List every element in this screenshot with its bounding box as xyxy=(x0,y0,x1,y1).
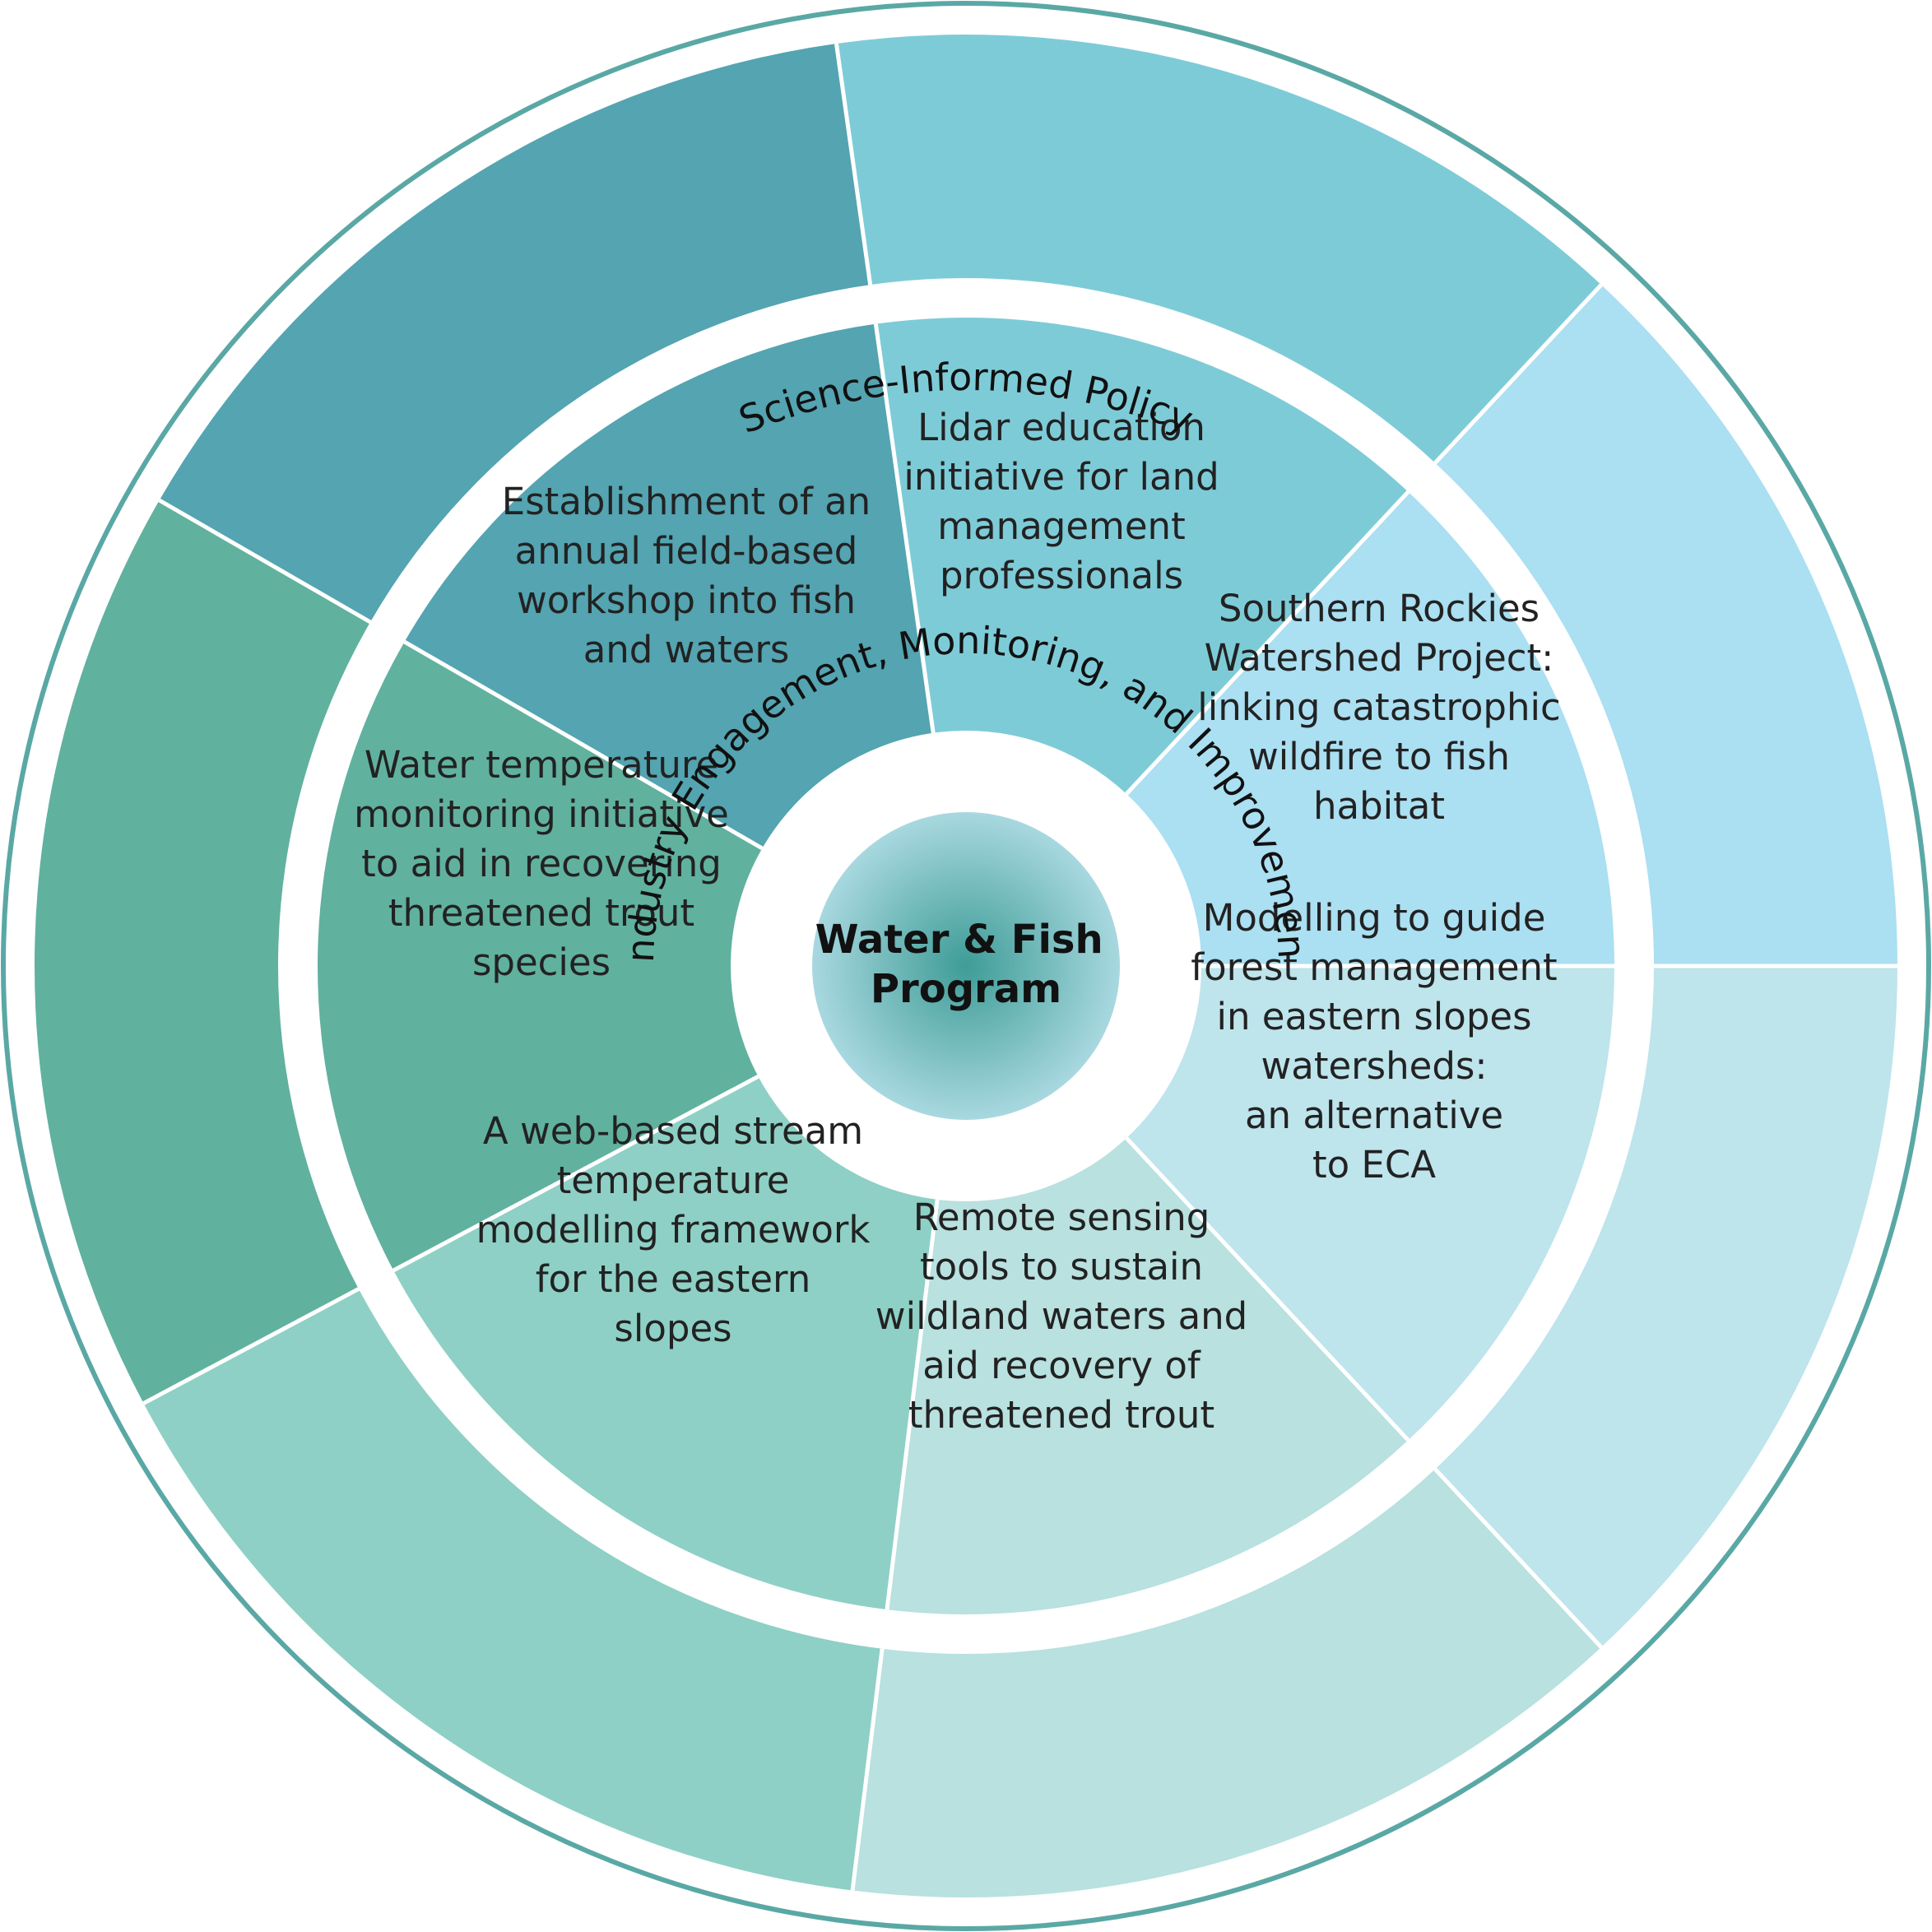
segment-divider-line xyxy=(142,1287,360,1405)
inner-segment-forest-modelling xyxy=(1126,966,1614,1441)
segment-divider-line xyxy=(1125,1136,1410,1442)
segment-label-line: for the eastern xyxy=(536,1257,811,1301)
segment-divider-line xyxy=(403,639,764,851)
segment-label-line: annual field-based xyxy=(515,529,858,573)
segment-label-line: Remote sensing xyxy=(913,1196,1210,1239)
segment-divider-line xyxy=(392,1075,759,1273)
inner-ring xyxy=(318,318,1614,1614)
outer-segment-southern-rockies xyxy=(1435,285,1897,966)
segment-label-line: watersheds: xyxy=(1261,1044,1487,1088)
segment-label-line: species xyxy=(472,940,611,984)
segment-label-line: threatened trout xyxy=(908,1393,1214,1437)
segment-label-line: an alternative xyxy=(1245,1094,1503,1137)
segment-divider-line xyxy=(850,1648,885,1891)
segment-label-line: linking catastrophic xyxy=(1197,685,1560,729)
segment-label-line: tools to sustain xyxy=(920,1245,1203,1289)
segment-label-line: threatened trout xyxy=(388,891,694,935)
segment-label-line: in eastern slopes xyxy=(1216,995,1531,1038)
outer-segment-workshop xyxy=(159,44,871,623)
center-circle xyxy=(812,812,1120,1120)
segment-label-line: Watershed Project: xyxy=(1205,636,1554,680)
segment-label-line: wildland waters and xyxy=(875,1294,1247,1338)
segment-label-line: modelling framework xyxy=(476,1208,871,1252)
segment-label-line: monitoring initiative xyxy=(354,792,729,836)
segment-divider-line xyxy=(834,43,873,286)
segment-label-line: management xyxy=(937,504,1185,548)
segment-label-line: Lidar education xyxy=(917,406,1205,449)
outer-ring xyxy=(34,35,1897,1898)
segment-label-remote-sensing: Remote sensing tools to sustain wildland w… xyxy=(875,1196,1247,1437)
segment-divider-line xyxy=(885,1199,940,1610)
segment-label-lidar: Lidar education initiative for land manage… xyxy=(903,406,1219,597)
segment-label-line: A web-based stream xyxy=(483,1109,863,1153)
segment-label-line: Establishment of an xyxy=(502,480,871,523)
inner-segment-lidar xyxy=(875,318,1409,794)
segment-label-line: habitat xyxy=(1313,784,1445,828)
segment-label-line: to ECA xyxy=(1312,1143,1436,1187)
center-title-line-1: Water & Fish xyxy=(815,917,1103,963)
segment-label-line: Southern Rockies xyxy=(1219,587,1540,630)
segment-label-line: Modelling to guide xyxy=(1203,896,1546,940)
segment-divider-line xyxy=(1433,1467,1603,1649)
center-title: Water & Fish Program xyxy=(815,917,1117,1012)
segment-label-line: workshop into fish xyxy=(517,578,856,622)
segment-label-line: initiative for land xyxy=(903,455,1219,499)
segment-label-line: temperature xyxy=(557,1159,790,1202)
segment-label-forest-modelling: Modelling to guide forest management in ea… xyxy=(1191,896,1557,1187)
segment-divider-line xyxy=(1433,283,1603,465)
segment-label-water-temperature: Water temperature monitoring initiative to… xyxy=(354,743,729,984)
segment-label-line: Water temperature xyxy=(365,743,718,787)
inner-segment-southern-rockies xyxy=(1126,491,1614,966)
segment-label-line: to aid in recovering xyxy=(361,842,722,885)
segment-label-workshop: Establishment of an annual field-based wor… xyxy=(502,480,871,671)
segment-divider-line xyxy=(873,323,936,734)
segment-label-stream-temperature: A web-based stream temperature modelling f… xyxy=(476,1109,871,1350)
segment-label-line: and waters xyxy=(583,628,790,671)
segment-divider-line xyxy=(1125,490,1410,796)
outer-segment-remote-sensing xyxy=(852,1469,1602,1898)
center-title-line-2: Program xyxy=(871,966,1061,1012)
inner-segment-water-temperature xyxy=(318,642,763,1270)
segment-label-line: forest management xyxy=(1191,945,1557,989)
segment-divider-line xyxy=(158,498,372,625)
segment-label-line: slopes xyxy=(614,1307,731,1350)
segment-labels: Lidar education initiative for land manage… xyxy=(354,406,1561,1437)
outer-segment-lidar xyxy=(836,35,1602,463)
segment-label-line: aid recovery of xyxy=(922,1344,1201,1387)
outer-segment-stream-temperature xyxy=(143,1289,883,1891)
segment-dividers xyxy=(142,43,1897,1891)
segment-label-line: professionals xyxy=(940,554,1183,597)
inner-segment-remote-sensing xyxy=(886,1138,1409,1614)
outer-segment-forest-modelling xyxy=(1435,966,1897,1647)
inner-segment-stream-temperature xyxy=(393,1076,938,1610)
outer-segment-water-temperature xyxy=(34,500,371,1404)
segment-label-line: wildfire to fish xyxy=(1248,735,1510,778)
